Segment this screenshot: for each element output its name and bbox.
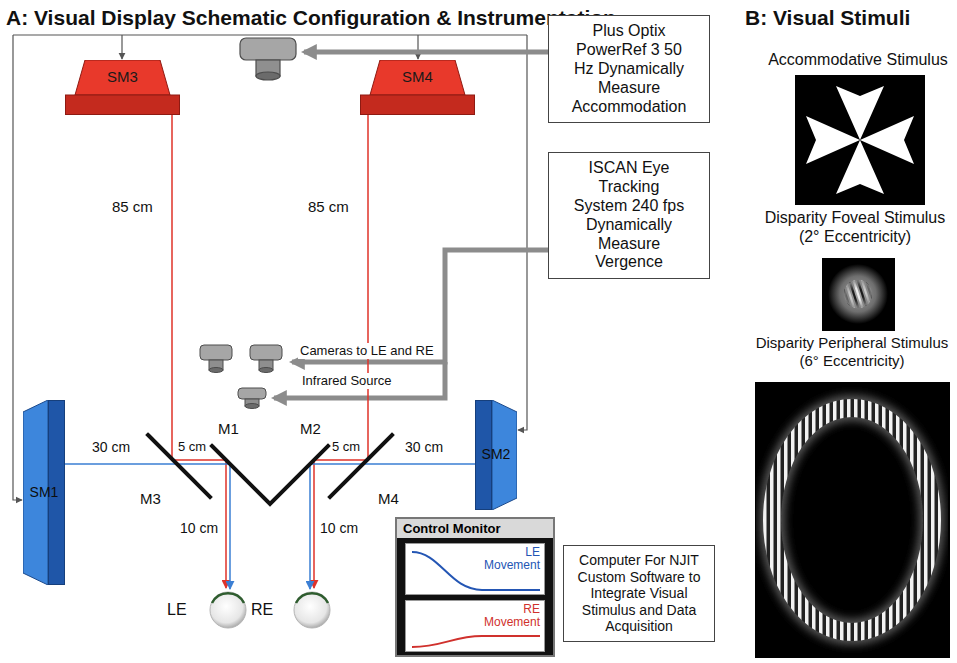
monitor-label: SM3 xyxy=(65,60,180,85)
distance-label: 5 cm xyxy=(332,439,360,455)
distance-label: 5 cm xyxy=(178,439,206,455)
figure-title: A: Visual Display Schematic Configuratio… xyxy=(6,5,616,30)
arrow-label: Infrared Source xyxy=(300,373,394,389)
movement-plot: LE Movement xyxy=(405,543,545,595)
stimulus-monitor: SM4 xyxy=(360,60,475,115)
distance-label: 85 cm xyxy=(112,198,153,216)
panel-title: B: Visual Stimuli xyxy=(745,5,910,30)
monitor-label: SM1 xyxy=(23,400,65,500)
distance-label: 30 cm xyxy=(405,439,443,456)
distance-label: 10 cm xyxy=(320,520,358,537)
computer-box: Computer For NJIT Custom Software to Int… xyxy=(563,545,715,642)
mirror-label: M1 xyxy=(218,420,239,438)
box-text: Computer For NJIT Custom Software to Int… xyxy=(577,552,701,635)
mirror-label: M3 xyxy=(140,490,161,508)
plot-label: RE Movement xyxy=(478,603,540,629)
stimulus-label: Disparity Peripheral Stimulus (6° Eccent… xyxy=(752,334,952,370)
monitor-label: SM2 xyxy=(475,400,517,462)
movement-plot: RE Movement xyxy=(405,600,545,652)
monitor-label: SM4 xyxy=(360,60,475,85)
distance-label: 10 cm xyxy=(180,520,218,537)
stimulus-label: Disparity Foveal Stimulus (2° Eccentrici… xyxy=(757,208,953,246)
stimulus-label: Accommodative Stimulus xyxy=(763,50,953,69)
stimulus-monitor: SM2 xyxy=(475,400,517,510)
box-text: ISCAN Eye Tracking System 240 fps Dynami… xyxy=(572,159,687,272)
instrument-box: Plus Optix PowerRef 3 50 Hz Dynamically … xyxy=(548,15,710,123)
instrument-box: ISCAN Eye Tracking System 240 fps Dynami… xyxy=(548,152,710,279)
eye-label: LE xyxy=(165,590,203,630)
eye: RE xyxy=(249,590,333,630)
stimulus-monitor: SM1 xyxy=(23,400,65,585)
distance-label: 85 cm xyxy=(308,198,349,216)
monitor-title: Control Monitor xyxy=(397,519,553,538)
mirror-label: M4 xyxy=(378,490,399,508)
distance-label: 30 cm xyxy=(92,439,130,456)
arrow-label: Cameras to LE and RE xyxy=(298,343,436,359)
eye-label: RE xyxy=(249,590,287,630)
control-monitor: Control Monitor LE Movement RE Movement xyxy=(395,517,555,657)
mirror-label: M2 xyxy=(300,420,321,438)
stimulus-monitor: SM3 xyxy=(65,60,180,115)
eye: LE xyxy=(165,590,249,630)
plot-label: LE Movement xyxy=(478,546,540,572)
box-text: Plus Optix PowerRef 3 50 Hz Dynamically … xyxy=(569,22,689,116)
